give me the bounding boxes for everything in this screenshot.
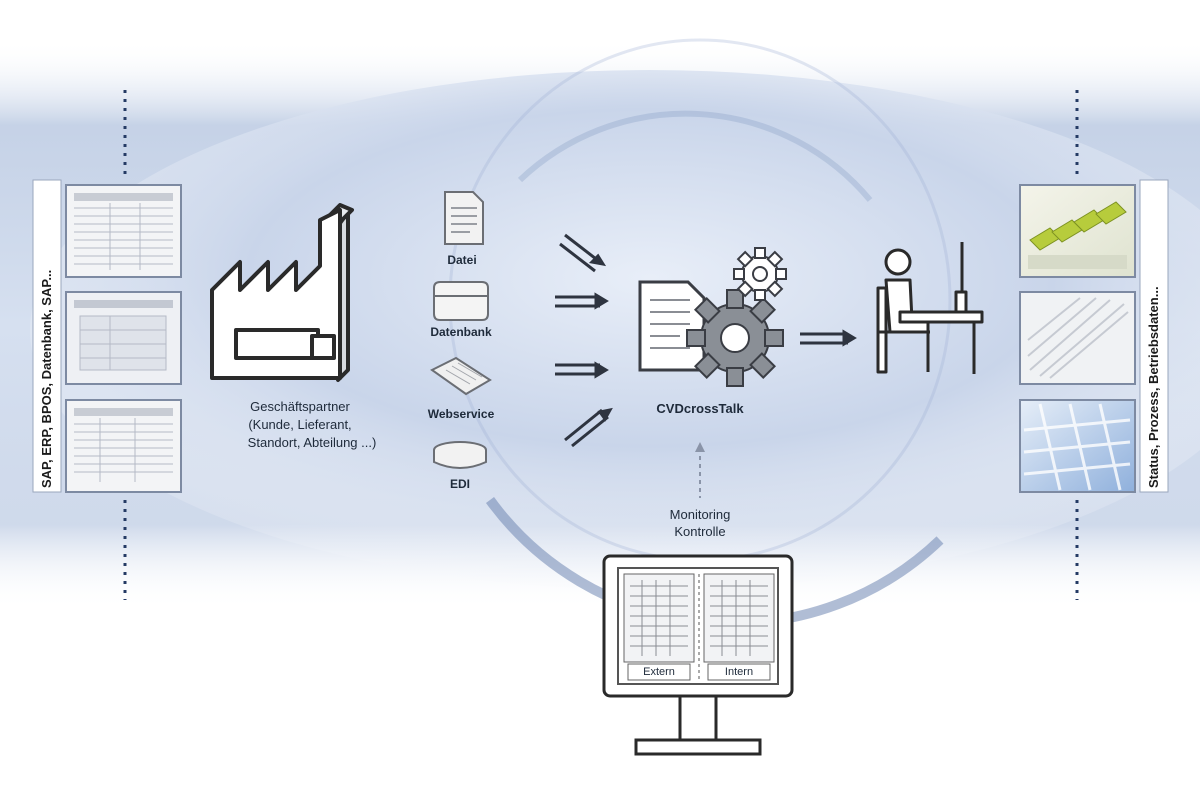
arrow-4 <box>564 407 613 448</box>
document-icon <box>444 191 484 245</box>
arrow-3 <box>555 361 609 379</box>
arrow-2 <box>555 292 609 310</box>
right-thumb-1 <box>1019 184 1136 278</box>
small-gear-icon <box>733 247 787 301</box>
left-label-box <box>32 179 62 493</box>
left-thumb-3 <box>65 399 182 493</box>
outbound-arrow <box>800 329 857 347</box>
right-label-box <box>1139 179 1169 493</box>
left-panel-label: SAP, ERP, BPOS, Datenbank, SAP... <box>39 269 54 488</box>
person-at-desk-icon <box>876 242 984 374</box>
center-node-label: CVDcrossTalk <box>656 401 744 416</box>
source-label-webservice: Webservice <box>427 407 495 421</box>
database-icon <box>433 281 489 321</box>
right-panel-label: Status, Prozess, Betriebsdaten... <box>1146 286 1161 488</box>
monitor-icon <box>602 554 794 756</box>
monitoring-arrow-head <box>695 442 705 452</box>
source-label-datenbank: Datenbank <box>430 325 492 339</box>
right-thumb-2 <box>1019 291 1136 385</box>
monitoring-label-2: Kontrolle <box>674 524 726 539</box>
partner-detail-2: Standort, Abteilung ...) <box>247 435 377 450</box>
inbound-arrows <box>555 233 613 448</box>
factory-icon <box>210 203 354 382</box>
edi-icon <box>433 441 487 469</box>
webservice-icon <box>430 356 492 396</box>
source-label-datei: Datei <box>447 253 477 267</box>
monitor-tab-intern: Intern <box>724 666 754 678</box>
center-document-icon <box>638 280 706 372</box>
left-thumb-1 <box>65 184 182 278</box>
monitoring-label-1: Monitoring <box>669 507 731 522</box>
left-thumbnails <box>65 184 182 493</box>
background-wash <box>30 70 1200 590</box>
gear-icon <box>686 289 784 387</box>
arrow-1 <box>559 233 607 273</box>
right-thumb-3 <box>1019 399 1136 493</box>
left-thumb-2 <box>65 291 182 385</box>
partner-detail-1: (Kunde, Lieferant, <box>248 417 352 432</box>
source-label-edi: EDI <box>449 477 471 491</box>
right-thumbnails <box>1019 184 1136 493</box>
partner-title: Geschäftspartner <box>250 399 350 414</box>
monitor-tab-extern: Extern <box>643 666 675 678</box>
